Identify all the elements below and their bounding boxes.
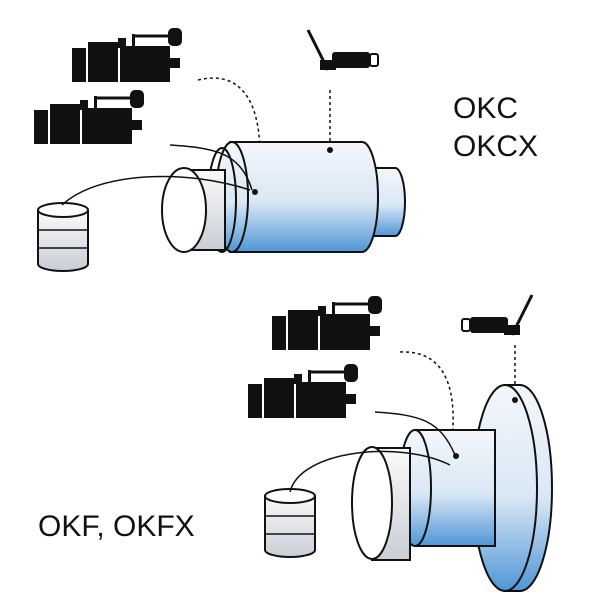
okc-assembly — [32, 26, 406, 272]
model-label-okf-okfx: OKF, OKFX — [38, 510, 195, 543]
oil-line-dashed — [197, 77, 261, 156]
shaft-left — [161, 167, 207, 253]
shaft-left-b — [351, 446, 393, 560]
hydraulic-pump-upper-b — [270, 294, 384, 352]
model-label-okc: OKC — [453, 92, 519, 125]
oil-line-dashed-b — [399, 351, 454, 441]
hydraulic-pump-lower — [32, 88, 146, 146]
hose-drum-top — [61, 175, 251, 206]
oil-drum-bottom — [264, 488, 316, 558]
okf-assembly — [246, 293, 553, 592]
hydraulic-pump-lower-b — [246, 362, 360, 420]
hydraulic-pump-upper — [70, 26, 184, 84]
oil-drum-top — [37, 202, 89, 272]
grease-gun-bottom — [460, 293, 534, 337]
coupling-sleeve — [229, 141, 379, 253]
model-label-okcx: OKCX — [453, 130, 539, 163]
grease-gun-top — [306, 28, 380, 72]
